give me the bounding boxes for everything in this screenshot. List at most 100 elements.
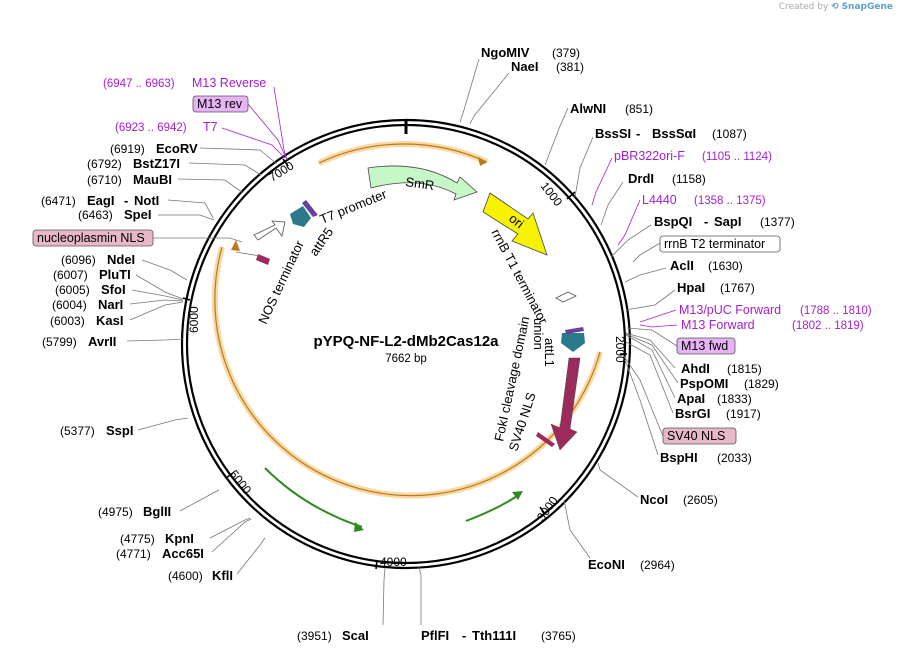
nos-terminator-label: NOS terminator xyxy=(255,237,307,326)
smr-feature[interactable] xyxy=(367,165,478,201)
plasmid-size: 7662 bp xyxy=(385,353,427,365)
site-kasi: KasI xyxy=(96,313,123,328)
union-feature xyxy=(565,327,584,334)
site-acli-pos: (1630) xyxy=(708,259,743,273)
site-bglii: BglII xyxy=(143,504,171,519)
site-sfoi: SfoI xyxy=(101,282,126,297)
site-eagi-sep: - xyxy=(124,193,128,208)
site-spei: SpeI xyxy=(124,207,151,222)
site-pluti: PluTI xyxy=(99,267,131,282)
m13-rev-label: M13 rev xyxy=(197,97,243,111)
nucleoplasmin-box xyxy=(32,229,154,247)
site-econi-pos: (2964) xyxy=(640,558,675,572)
site-bspqi-sep: - xyxy=(704,214,708,229)
site-ngomiv-pos: (379) xyxy=(552,46,580,60)
site-apai-pos: (1833) xyxy=(717,392,752,406)
site-ahdi-pos: (1815) xyxy=(727,362,762,376)
site-naei: NaeI xyxy=(511,59,538,74)
site-nari-pos: (6004) xyxy=(52,298,87,312)
m13-fwd-label: M13 fwd xyxy=(681,339,728,353)
site-ndei-pos: (6096) xyxy=(61,253,96,267)
site-ngomiv: NgoMIV xyxy=(481,45,530,60)
attr5-feature[interactable] xyxy=(290,206,311,227)
primer-pbr322ori-f: pBR322ori-F xyxy=(614,149,685,163)
site-alwni-pos: (851) xyxy=(625,102,653,116)
site-bspqi: BspQI xyxy=(654,214,692,229)
site-bsrgi: BsrGI xyxy=(675,406,710,421)
site-nari: NarI xyxy=(98,297,123,312)
foki-feature[interactable] xyxy=(550,357,581,451)
ori-feature[interactable] xyxy=(482,192,548,256)
site-labels: NgoMIV (379) NaeI (381) AlwNI (851) BssS… xyxy=(41,45,795,643)
sv40-nls-box xyxy=(662,427,737,445)
attl1-feature[interactable] xyxy=(561,333,585,352)
site-bsphi: BspHI xyxy=(660,450,698,465)
snapgene-logo-icon: ⟲ xyxy=(831,2,839,12)
attl1-label: attL1 xyxy=(542,338,557,367)
site-hpai-pos: (1767) xyxy=(720,281,755,295)
site-sspi-pos: (5377) xyxy=(60,424,95,438)
site-bsssi: BssSI xyxy=(595,126,631,141)
site-eagi-pos: (6471) xyxy=(41,194,76,208)
site-kpni: KpnI xyxy=(165,531,194,546)
site-spei-pos: (6463) xyxy=(78,208,113,222)
site-bsrgi-pos: (1917) xyxy=(726,407,761,421)
m13-fwd-box xyxy=(676,337,736,355)
plasmid-name: pYPQ-NF-L2-dMb2Cas12a xyxy=(313,333,499,350)
m13-rev-box xyxy=(192,95,249,113)
site-eagi: EagI xyxy=(87,193,114,208)
site-ecorv-pos: (6919) xyxy=(110,142,145,156)
primer-m13-reverse: M13 Reverse xyxy=(192,76,266,90)
tick-6000: 6000 xyxy=(187,306,201,333)
site-acc65i-pos: (4771) xyxy=(116,547,151,561)
primer-t7: T7 xyxy=(203,120,218,134)
rrnb-t1-feature xyxy=(555,291,577,303)
t7-promoter-feature xyxy=(302,200,318,217)
site-bstz17i-pos: (6792) xyxy=(87,157,122,171)
site-ndei: NdeI xyxy=(107,252,135,267)
union-label: union xyxy=(531,318,546,350)
site-pluti-pos: (6007) xyxy=(53,268,88,282)
site-avrii: AvrII xyxy=(88,334,116,349)
site-maubi: MauBI xyxy=(133,172,172,187)
sv40-nls-feature[interactable] xyxy=(536,432,555,447)
site-pflfi-pos: (3765) xyxy=(541,629,576,643)
site-noti: NotI xyxy=(134,193,159,208)
site-bsssi-sep: - xyxy=(636,126,640,141)
site-sspi: SspI xyxy=(106,423,133,438)
site-drdi: DrdI xyxy=(628,171,654,186)
site-bsssi-pos: (1087) xyxy=(712,127,747,141)
site-maubi-pos: (6710) xyxy=(87,173,122,187)
site-acli: AclI xyxy=(670,258,694,273)
site-alwni: AlwNI xyxy=(570,101,606,116)
orf-arcs xyxy=(211,141,603,499)
site-bglii-pos: (4975) xyxy=(98,505,133,519)
nucleoplasmin-label: nucleoplasmin NLS xyxy=(37,231,145,245)
site-bsssai: BssSαI xyxy=(652,126,696,141)
site-acc65i: Acc65I xyxy=(162,546,204,561)
nucleoplasmin-nls-feature[interactable] xyxy=(256,254,270,265)
site-psppomi: PspOMI xyxy=(680,376,728,391)
primer-m13-puc-forward-pos: (1788 .. 1810) xyxy=(800,305,872,317)
site-econi: EcoNI xyxy=(588,557,625,572)
attr5-label: attR5 xyxy=(306,225,336,259)
site-avrii-pos: (5799) xyxy=(42,335,77,349)
primer-m13-forward-pos: (1802 .. 1819) xyxy=(792,320,864,332)
t7-promoter-label: T7 promoter xyxy=(318,186,390,227)
site-scai-pos: (3951) xyxy=(297,629,332,643)
site-kfli: KflI xyxy=(212,568,233,583)
created-by-label: Created by xyxy=(778,2,829,12)
sv40-nls-box-label: SV40 NLS xyxy=(667,429,725,443)
primer-l4440: L4440 xyxy=(642,193,677,207)
rrnb-t2-box xyxy=(659,235,781,253)
site-apai: ApaI xyxy=(677,391,705,406)
site-naei-pos: (381) xyxy=(556,60,584,74)
app-name: SnapGene xyxy=(841,2,893,12)
site-ecorv: EcoRV xyxy=(156,141,198,156)
primer-labels: (6947 .. 6963) M13 Reverse (6923 .. 6942… xyxy=(103,76,872,332)
primer-t7-pos: (6923 .. 6942) xyxy=(115,122,187,134)
green-arrows xyxy=(264,467,523,532)
site-bspqi-pos: (1377) xyxy=(760,215,795,229)
site-bstz17i: BstZ17I xyxy=(133,156,180,171)
